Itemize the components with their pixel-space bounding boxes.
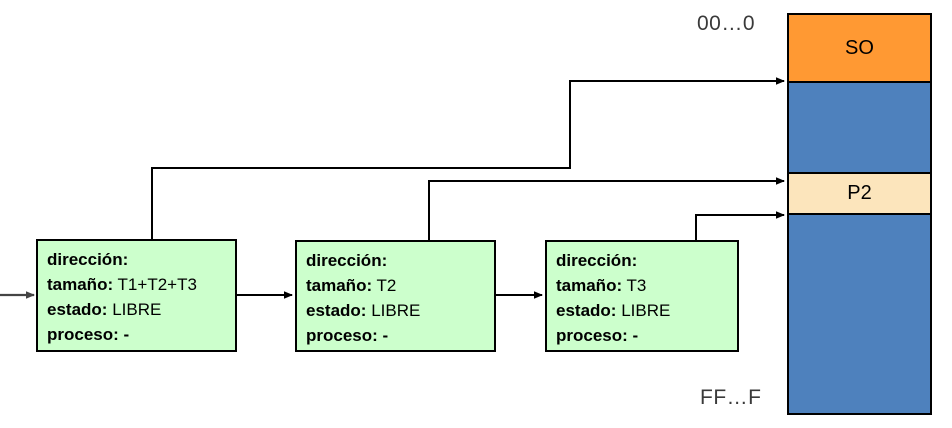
free-block-descriptor-1: dirección: tamaño: T1+T2+T3 estado: LIBR… xyxy=(36,239,237,352)
node-3-tamano-value: T3 xyxy=(626,276,647,295)
pointer-node2-to-memory xyxy=(428,177,785,258)
node-3-tamano-label: tamaño: xyxy=(556,276,623,295)
node-1-proceso-label: proceso: xyxy=(47,325,119,344)
memory-address-top: 00…0 xyxy=(697,12,756,35)
node-2-tamano-label: tamaño: xyxy=(306,276,373,295)
node-1-proceso-row: proceso: - xyxy=(47,322,235,347)
node-3-tamano-row: tamaño: T3 xyxy=(556,273,737,298)
memory-segment-p2: P2 xyxy=(789,174,930,215)
node-3-proceso-label: proceso: xyxy=(556,326,628,345)
node-2-estado-value: LIBRE xyxy=(371,301,421,320)
node-2-estado-label: estado: xyxy=(306,301,367,320)
node-1-direccion-row: dirección: xyxy=(47,247,235,272)
node-2-tamano-value: T2 xyxy=(376,276,397,295)
node-3-direccion-label: dirección: xyxy=(556,251,638,270)
node-3-estado-label: estado: xyxy=(556,301,617,320)
node-3-estado-value: LIBRE xyxy=(621,301,671,320)
node-1-estado-value: LIBRE xyxy=(112,300,162,319)
memory-map: SO P2 xyxy=(787,13,932,415)
memory-segment-os-label: SO xyxy=(845,36,874,59)
node-2-tamano-row: tamaño: T2 xyxy=(306,273,494,298)
memory-segment-p2-label: P2 xyxy=(847,182,872,204)
node-1-tamano-value: T1+T2+T3 xyxy=(117,275,197,294)
memory-segment-free-1 xyxy=(789,83,930,174)
memory-segment-free-2 xyxy=(789,215,930,413)
pointer-node1-to-memory xyxy=(151,77,785,258)
node-3-estado-row: estado: LIBRE xyxy=(556,298,737,323)
node-1-estado-row: estado: LIBRE xyxy=(47,297,235,322)
node-3-proceso-value: - xyxy=(632,326,639,345)
node-2-proceso-value: - xyxy=(382,326,389,345)
free-block-descriptor-3: dirección: tamaño: T3 estado: LIBRE proc… xyxy=(545,240,739,352)
node-3-direccion-row: dirección: xyxy=(556,248,737,273)
node-1-direccion-label: dirección: xyxy=(47,250,129,269)
node-2-direccion-row: dirección: xyxy=(306,248,494,273)
free-block-descriptor-2: dirección: tamaño: T2 estado: LIBRE proc… xyxy=(295,240,496,352)
node-1-tamano-row: tamaño: T1+T2+T3 xyxy=(47,272,235,297)
node-1-estado-label: estado: xyxy=(47,300,108,319)
node-2-direccion-label: dirección: xyxy=(306,251,388,270)
node-2-proceso-label: proceso: xyxy=(306,326,378,345)
node-2-estado-row: estado: LIBRE xyxy=(306,298,494,323)
memory-address-bottom: FF…F xyxy=(700,386,762,409)
node-2-proceso-row: proceso: - xyxy=(306,323,494,348)
node-3-proceso-row: proceso: - xyxy=(556,323,737,348)
node-1-tamano-label: tamaño: xyxy=(47,275,114,294)
memory-segment-os: SO xyxy=(789,15,930,83)
node-1-proceso-value: - xyxy=(123,325,130,344)
